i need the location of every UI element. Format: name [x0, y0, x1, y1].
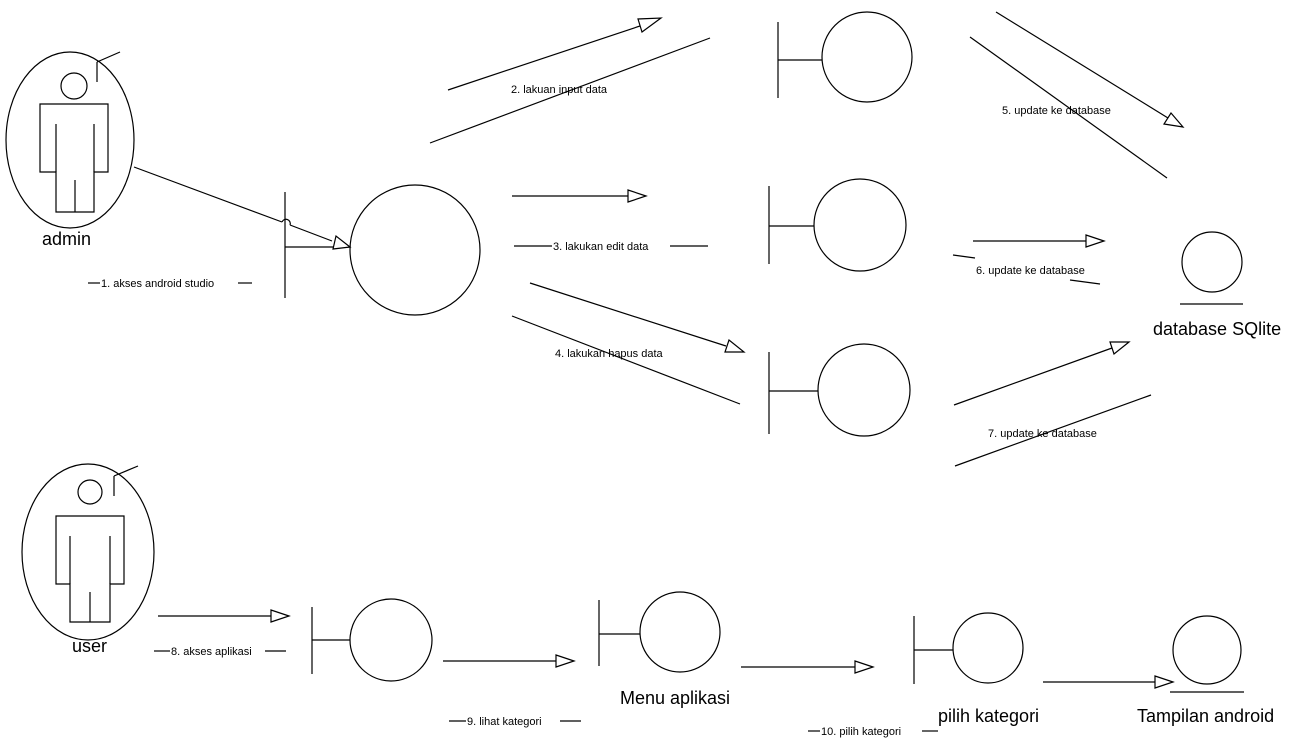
database-entity-circle — [1181, 231, 1243, 293]
arrowhead — [1154, 675, 1175, 689]
arrowhead — [270, 609, 291, 623]
arrowhead — [627, 189, 648, 203]
menu-aplikasi-boundary — [598, 591, 721, 673]
message-6-line — [952, 254, 976, 259]
user-actor-body — [55, 515, 125, 623]
arrowhead — [1085, 234, 1106, 248]
arrowhead — [332, 234, 352, 250]
message-7-line — [953, 347, 1113, 406]
menu-aplikasi-boundary-circle — [639, 591, 721, 673]
input-boundary — [777, 11, 913, 103]
message-7-label: 7. update ke database — [988, 428, 1097, 440]
tampilan-android-entity-circle — [1172, 615, 1242, 685]
database-label: database SQlite — [1153, 319, 1281, 339]
admin-actor-head — [60, 72, 88, 100]
edit-boundary-circle — [813, 178, 907, 272]
edit-boundary — [768, 178, 907, 272]
message-10-label: 10. pilih kategori — [821, 726, 901, 738]
message-1-label: 1. akses android studio — [101, 278, 214, 290]
arrowhead — [1163, 111, 1185, 128]
admin-actor — [5, 51, 135, 229]
hapus-boundary-circle — [817, 343, 911, 437]
pilih-kategori-boundary-circle — [952, 612, 1024, 684]
arrowhead — [854, 660, 875, 674]
aplikasi-boundary-circle — [349, 598, 433, 682]
main-boundary — [284, 184, 481, 316]
message-4-line — [511, 315, 741, 405]
database-entity — [1180, 231, 1243, 305]
admin-link-hop — [281, 218, 291, 226]
message-6-line — [1069, 279, 1101, 285]
arrowhead — [1109, 341, 1131, 356]
message-9-label: 9. lihat kategori — [467, 716, 542, 728]
message-4-label: 4. lakukan hapus data — [555, 348, 664, 360]
user-actor-tick — [113, 465, 139, 477]
pilih-kategori-boundary — [913, 612, 1024, 684]
pilih-kategori-label: pilih kategori — [938, 706, 1039, 726]
message-2-line — [429, 37, 711, 144]
admin-link-line — [289, 224, 333, 242]
message-2-label: 2. lakuan input data — [511, 84, 608, 96]
admin-link-line — [133, 166, 283, 223]
message-5-label: 5. update ke database — [1002, 105, 1111, 117]
message-8-label: 8. akses aplikasi — [171, 646, 252, 658]
admin-label: admin — [42, 229, 91, 249]
user-actor — [21, 463, 155, 641]
tampilan-android-label: Tampilan android — [1137, 706, 1274, 726]
user-actor-head — [77, 479, 103, 505]
message-7-line — [954, 394, 1152, 467]
arrowhead — [637, 17, 663, 33]
arrowhead — [555, 654, 576, 668]
aplikasi-boundary — [311, 598, 433, 682]
admin-actor-body — [39, 103, 109, 213]
message-4-line — [529, 282, 727, 347]
main-boundary-circle — [349, 184, 481, 316]
message-6-label: 6. update ke database — [976, 265, 1085, 277]
user-label: user — [72, 636, 107, 656]
message-5-line — [995, 11, 1169, 119]
input-boundary-circle — [821, 11, 913, 103]
message-2-line — [447, 24, 644, 91]
message-5-line — [969, 36, 1168, 179]
tampilan-android-entity — [1170, 615, 1244, 693]
admin-actor-tick — [96, 51, 121, 63]
message-3-label: 3. lakukan edit data — [553, 241, 649, 253]
menu-aplikasi-label: Menu aplikasi — [620, 688, 730, 708]
hapus-boundary — [768, 343, 911, 437]
arrowhead — [724, 338, 746, 353]
